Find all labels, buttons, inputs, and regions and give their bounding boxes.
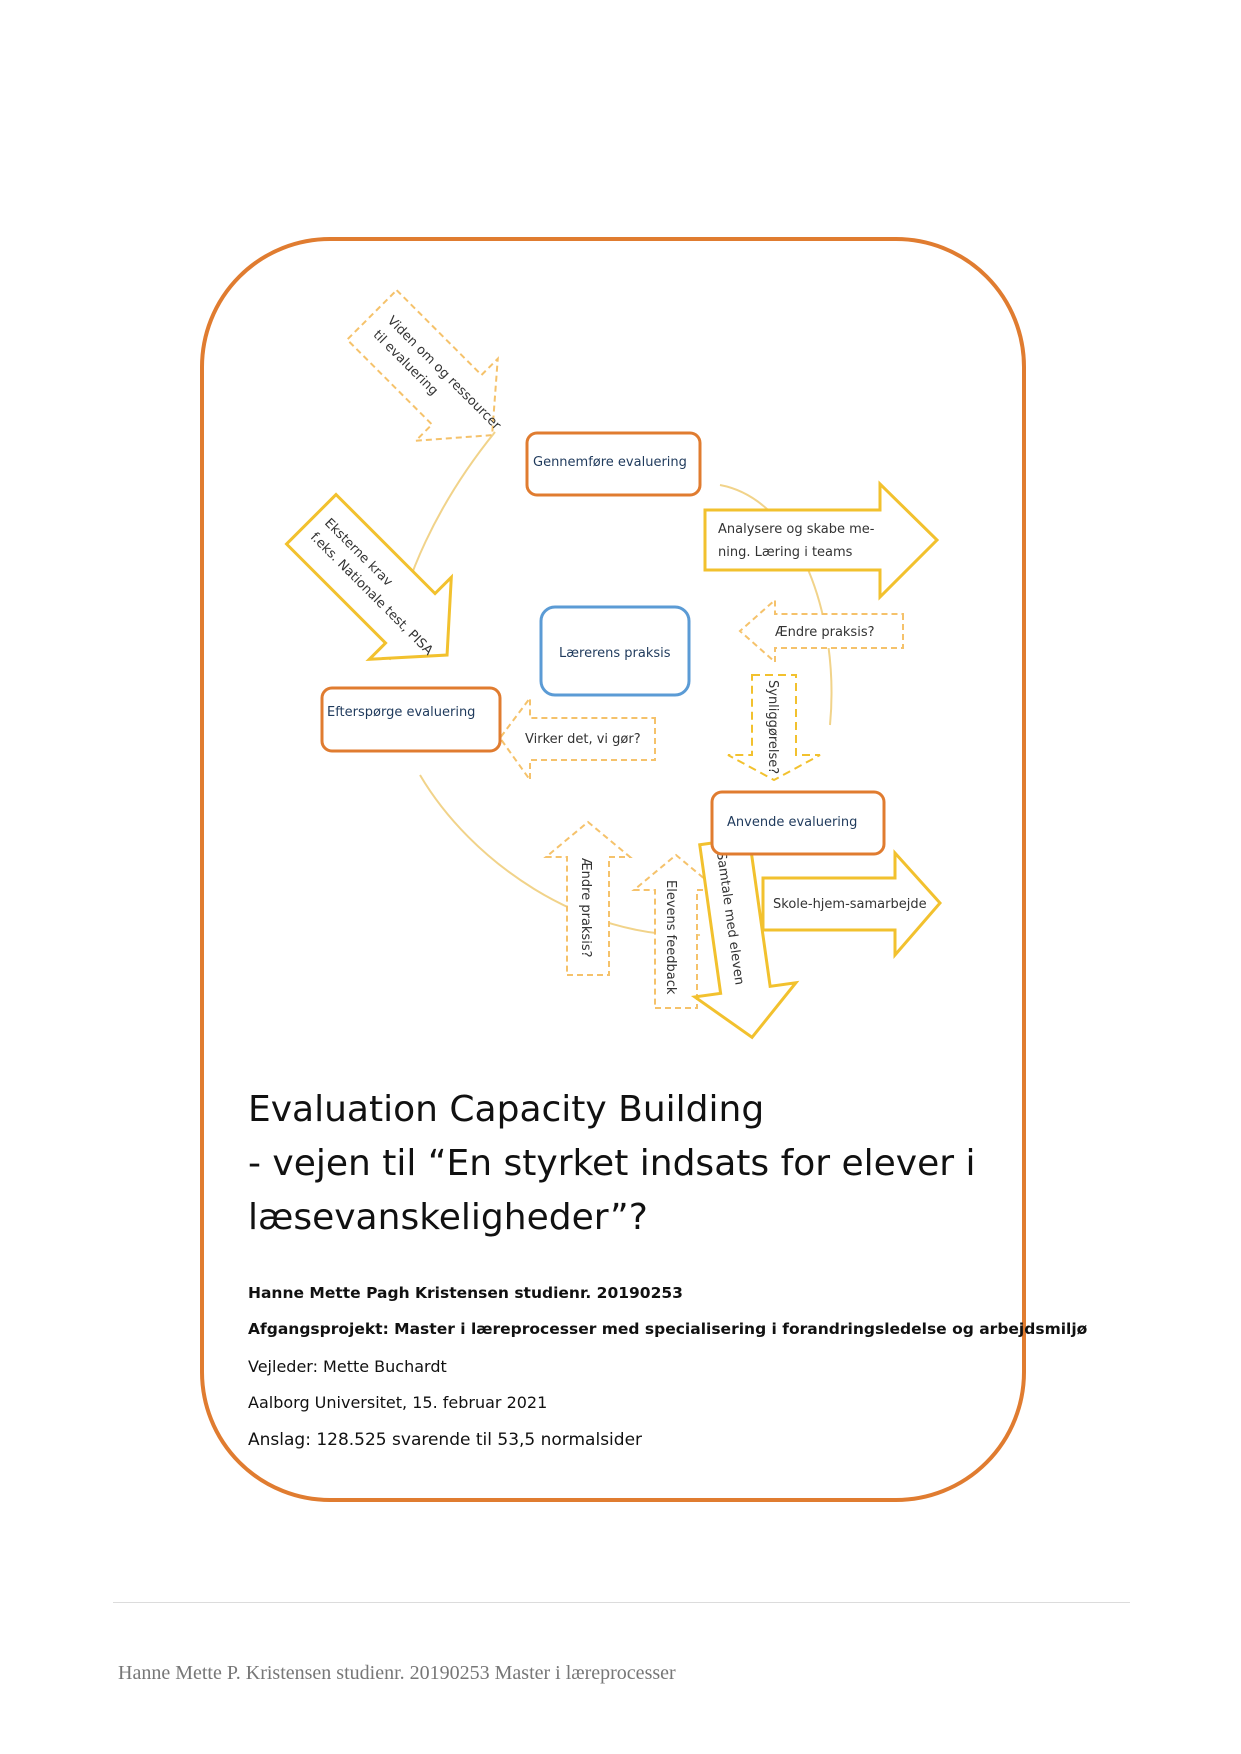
author-line: Hanne Mette Pagh Kristensen studienr. 20… — [248, 1284, 683, 1302]
supervisor-line: Vejleder: Mette Buchardt — [248, 1357, 447, 1376]
cycle-line-bottom — [419, 774, 701, 937]
arrow-skole-label: Skole-hjem-samarbejde — [773, 897, 927, 912]
arrow-aendre-bottom-label: Ændre praksis? — [578, 858, 593, 958]
arrow-analysere-line1: Analysere og skabe me- — [718, 522, 875, 537]
cover-frame — [200, 237, 1026, 1502]
node-anvende: Anvende evaluering — [710, 790, 886, 856]
node-gennemfore: Gennemføre evaluering — [525, 431, 702, 497]
document-title: Evaluation Capacity Building - vejen til… — [248, 1083, 988, 1245]
arrow-synlig-label: Synliggørelse? — [765, 680, 780, 774]
page-footer: Hanne Mette P. Kristensen studienr. 2019… — [118, 1662, 676, 1684]
arrow-eksterne: Eksterne krav f.eks. Nationale test, PIS… — [284, 492, 454, 662]
arrow-analysere: Analysere og skabe me- ning. Læring i te… — [703, 480, 940, 601]
characters-line: Anslag: 128.525 svarende til 53,5 normal… — [248, 1430, 643, 1450]
arrow-virker: Virker det, vi gør? — [498, 695, 656, 784]
arrow-skole: Skole-hjem-samarbejde — [761, 849, 943, 960]
node-efterspoerge-label: Efterspørge evaluering — [327, 705, 475, 720]
title-line-2: - vejen til “En styrket indsats for elev… — [248, 1143, 976, 1184]
arrow-analysere-line2: ning. Læring i teams — [718, 545, 853, 560]
project-line: Afgangsprojekt: Master i læreprocesser m… — [248, 1320, 1088, 1338]
arrow-aendre-top: Ændre praksis? — [738, 597, 904, 665]
arrow-elevens-label: Elevens feedback — [663, 880, 678, 995]
node-anvende-label: Anvende evaluering — [727, 815, 857, 830]
ecb-cycle-diagram: Viden om og ressourcer til evaluering Ek… — [284, 288, 943, 1040]
footer-divider — [113, 1602, 1130, 1603]
arrow-synlig: Synliggørelse? — [727, 674, 821, 782]
arrow-viden: Viden om og ressourcer til evaluering — [345, 288, 504, 442]
arrow-elevens: Elevens feedback — [631, 853, 721, 1009]
node-gennemfore-label: Gennemføre evaluering — [533, 455, 687, 470]
arrow-virker-label: Virker det, vi gør? — [525, 732, 641, 747]
title-line-3: læsevanskeligheder”? — [248, 1197, 648, 1238]
title-line-1: Evaluation Capacity Building — [248, 1089, 765, 1130]
node-efterspoerge: Efterspørge evaluering — [320, 686, 502, 753]
university-date-line: Aalborg Universitet, 15. februar 2021 — [248, 1393, 548, 1412]
node-laererens-label: Lærerens praksis — [559, 646, 671, 661]
arrow-aendre-bottom: Ændre praksis? — [543, 820, 633, 976]
node-laererens: Lærerens praksis — [539, 605, 691, 697]
arrow-samtale: Samtale med eleven — [690, 836, 800, 1040]
arrow-aendre-top-label: Ændre praksis? — [775, 625, 875, 640]
